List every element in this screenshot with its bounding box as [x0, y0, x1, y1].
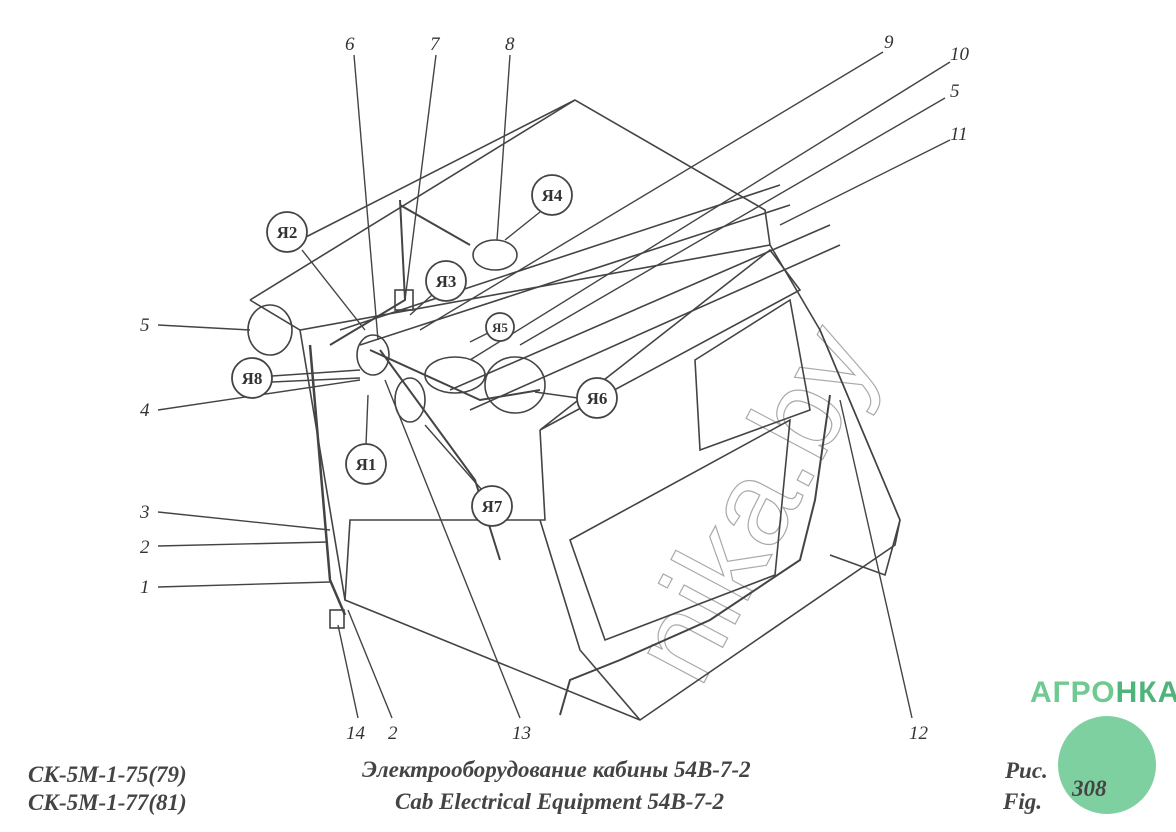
figure-label-ru: Рис.	[1005, 758, 1048, 783]
leader-lines	[157, 51, 951, 719]
connector-ya7: Я7	[482, 497, 503, 516]
agronka-logo-text: АГРОНКА	[1030, 676, 1176, 710]
connector-ya4: Я4	[542, 186, 563, 205]
callout-8: 8	[505, 34, 515, 55]
connector-ya2: Я2	[277, 223, 298, 242]
connector-ya6: Я6	[587, 389, 608, 408]
callout-9: 9	[884, 32, 894, 53]
callout-14: 14	[346, 723, 366, 744]
model-number-2: СК-5М-1-77(81)	[28, 790, 187, 815]
callout-5-left: 5	[140, 315, 150, 336]
connector-labels	[231, 174, 618, 527]
callout-12: 12	[909, 723, 929, 744]
callout-13: 13	[512, 723, 531, 744]
title-russian: Электрооборудование кабины 54В-7-2	[362, 757, 751, 782]
callout-10: 10	[950, 44, 970, 65]
callout-6: 6	[345, 34, 355, 55]
callout-2-left: 2	[140, 537, 150, 558]
callout-7: 7	[430, 34, 441, 55]
figure-label-en: Fig.	[1003, 789, 1042, 814]
callout-3: 3	[139, 502, 150, 523]
connector-ya8: Я8	[242, 369, 263, 388]
title-english: Cab Electrical Equipment 54B-7-2	[395, 789, 725, 814]
callout-11: 11	[950, 124, 968, 145]
connector-ya3: Я3	[436, 272, 457, 291]
callout-5-right: 5	[950, 81, 960, 102]
cab-outline	[247, 99, 901, 721]
model-number-1: СК-5М-1-75(79)	[28, 762, 187, 787]
logo-right: НКА	[1115, 676, 1176, 709]
callout-4: 4	[140, 400, 150, 421]
connector-ya5: Я5	[492, 320, 508, 335]
part-callouts: 6 7 8 9 10 5 11 5 4 3 2 1 14 2 13 12	[139, 32, 970, 744]
callout-2-bottom: 2	[388, 723, 398, 744]
figure-number: 308	[1072, 776, 1107, 801]
connector-ya1: Я1	[356, 455, 377, 474]
agronka-logo	[1058, 716, 1156, 814]
callout-1: 1	[140, 577, 150, 598]
logo-left: АГРО	[1030, 676, 1116, 709]
